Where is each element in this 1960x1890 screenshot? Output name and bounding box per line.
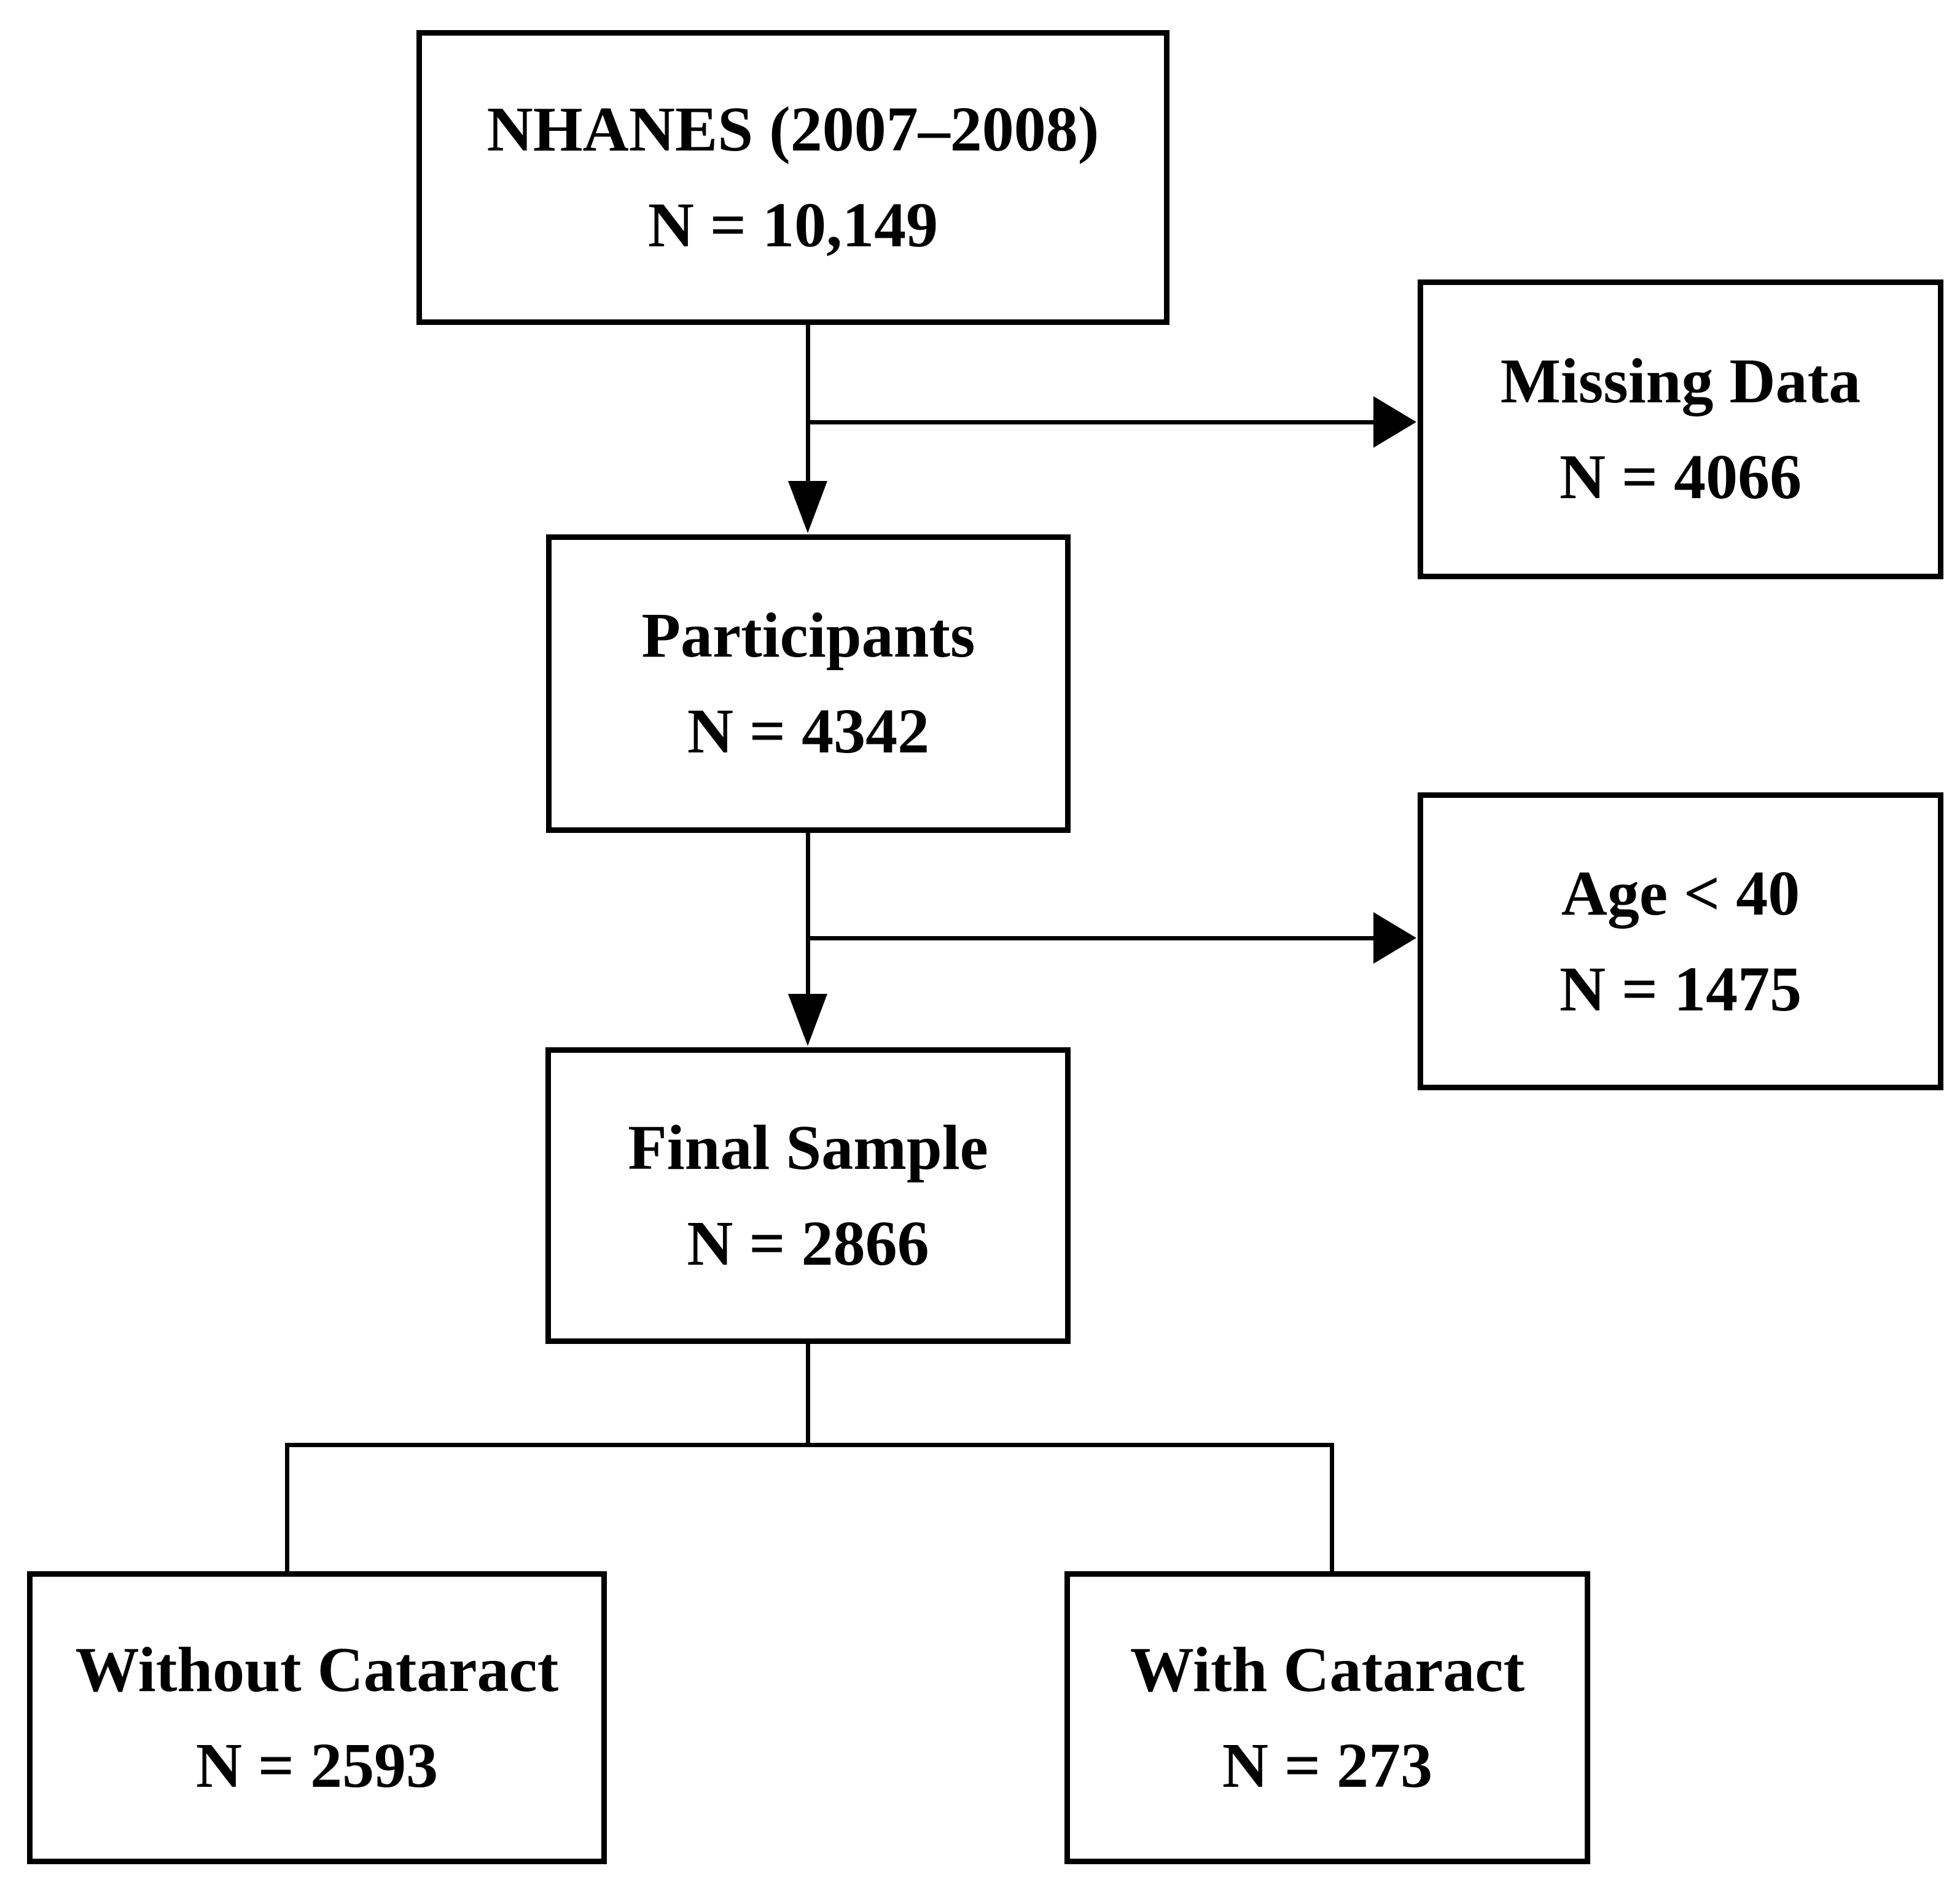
node-n-value: N = 2593 — [195, 1730, 439, 1801]
node-missing-data: Missing Data N = 4066 — [1418, 279, 1943, 579]
node-n-value: N = 273 — [1222, 1730, 1433, 1801]
connector-participants-to-final — [806, 832, 810, 994]
node-final-sample: Final Sample N = 2866 — [545, 1047, 1071, 1344]
node-label: Age < 40 — [1561, 857, 1800, 929]
node-n-value: N = 4066 — [1559, 442, 1802, 512]
node-label: Participants — [641, 600, 975, 671]
node-age-under-40: Age < 40 N = 1475 — [1418, 792, 1943, 1090]
connector-branch-age-exclusion — [806, 936, 1376, 940]
node-nhanes: NHANES (2007–2008) N = 10,149 — [416, 30, 1169, 325]
node-label: With Cataract — [1130, 1634, 1525, 1705]
arrowhead-down-final-sample-icon — [788, 994, 827, 1046]
node-n-value: N = 1475 — [1559, 953, 1802, 1025]
connector-branch-missing-data — [806, 420, 1376, 424]
node-label: Without Cataract — [75, 1634, 559, 1705]
node-without-cataract: Without Cataract N = 2593 — [27, 1571, 607, 1864]
node-n-value: N = 2866 — [687, 1208, 929, 1279]
node-label: Final Sample — [628, 1112, 988, 1183]
node-label: NHANES (2007–2008) — [486, 94, 1099, 165]
arrowhead-right-missing-data-icon — [1373, 396, 1416, 448]
node-n-value: N = 4342 — [687, 696, 930, 767]
connector-final-stem — [806, 1343, 810, 1447]
connector-nhanes-to-participants — [806, 325, 810, 485]
node-participants: Participants N = 4342 — [546, 534, 1071, 833]
node-n-value: N = 10,149 — [647, 190, 939, 260]
node-label: Missing Data — [1500, 346, 1861, 416]
arrowhead-right-age-exclusion-icon — [1373, 912, 1416, 964]
connector-drop-without-cataract — [285, 1443, 289, 1572]
node-with-cataract: With Cataract N = 273 — [1064, 1571, 1590, 1864]
arrowhead-down-participants-icon — [788, 481, 827, 533]
connector-drop-with-cataract — [1330, 1443, 1334, 1572]
connector-split-horizontal — [285, 1443, 1334, 1447]
